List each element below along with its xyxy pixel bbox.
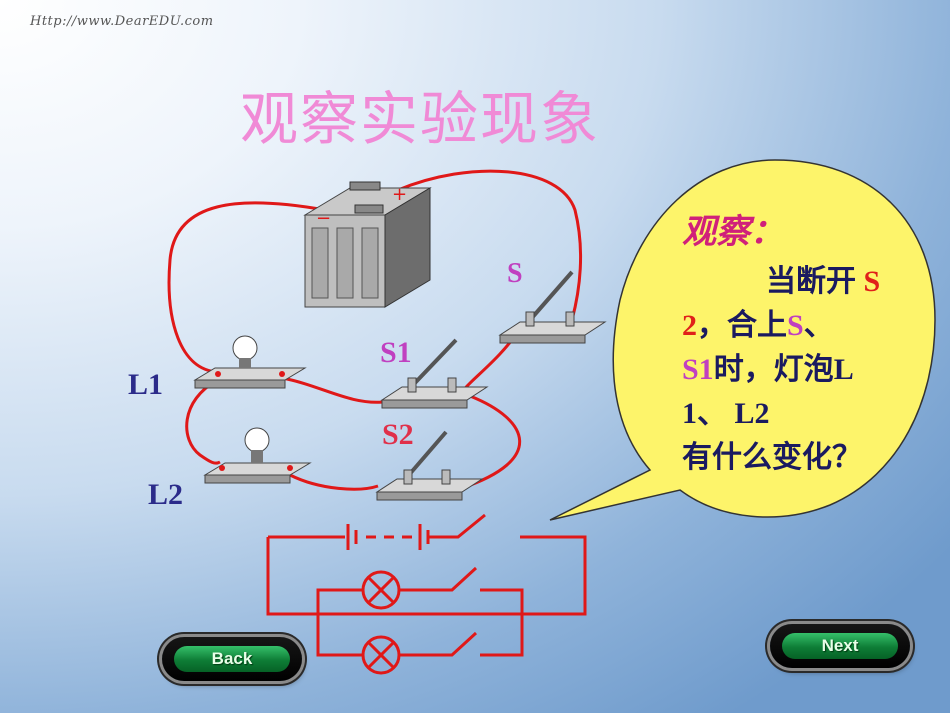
page-title: 观察实验现象 [240, 85, 601, 153]
bubble-text: 观察： 当断开 S 2，合上S、 S1时，灯泡L 1、 L2 有什么变化？ [682, 210, 914, 480]
circuit-schematic [266, 513, 587, 675]
bubble-s2-part2: 2 [682, 309, 697, 342]
bubble-text-4: 时，灯泡 [713, 353, 834, 386]
label-l1: L1 [128, 368, 164, 401]
switch-s2 [375, 430, 484, 501]
bubble-s1: S1 [682, 353, 714, 386]
bubble-s: S [787, 309, 804, 342]
bubble-text-2: ，合上 [697, 309, 787, 342]
switch-s1 [380, 338, 489, 409]
bubble-text-3: 、 [803, 309, 834, 342]
next-button-label: Next [782, 633, 898, 659]
bubble-heading: 观察： [682, 212, 784, 252]
battery: + − [303, 181, 432, 308]
label-s: S [507, 258, 523, 289]
bubble-question: 有什么变化？ [682, 441, 862, 474]
bubble-text-1: 当断开 [766, 265, 856, 298]
battery-plus: + [392, 184, 407, 205]
next-button[interactable]: Next [770, 624, 910, 668]
label-l2: L2 [148, 478, 184, 511]
battery-minus: − [316, 208, 331, 229]
bubble-text-6: 1、 L2 [682, 397, 770, 430]
label-s1: S1 [380, 336, 412, 369]
switch-s [498, 270, 607, 344]
lamp-l1 [193, 335, 307, 389]
bubble-s2-part1: S [863, 265, 881, 298]
lamp-l2 [203, 427, 312, 484]
back-button[interactable]: Back [162, 637, 302, 681]
speech-bubble [549, 159, 936, 521]
label-s2: S2 [382, 418, 414, 451]
bubble-text-5: L [833, 353, 854, 386]
site-url: Http://www.DearEDU.com [30, 14, 214, 29]
back-button-label: Back [174, 646, 290, 672]
